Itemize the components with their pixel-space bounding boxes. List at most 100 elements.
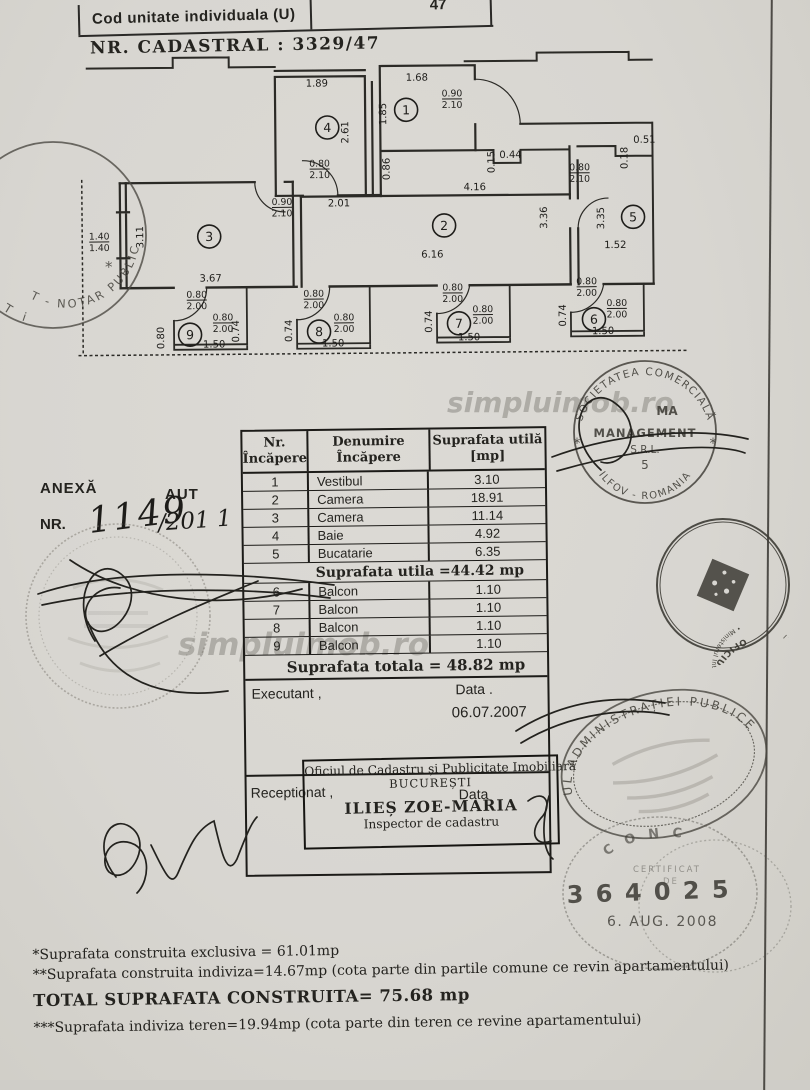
table-cell: 11.14 — [429, 506, 545, 524]
dimension-label: 3.36 — [539, 206, 550, 228]
door-size-bottom: 2.00 — [303, 300, 324, 311]
table-cell: Bucatarie — [310, 544, 430, 562]
table-cell: 1.10 — [430, 598, 546, 616]
header-suprafata: Suprafata utilă[mp] — [430, 428, 544, 469]
dimension-label: 0.15 — [486, 151, 497, 173]
table-cell: 1 — [243, 473, 309, 491]
dimension-label: 1.85 — [378, 103, 389, 125]
table-cell: 8 — [245, 619, 311, 637]
table-cell: 1.10 — [430, 580, 546, 598]
door-size-bottom: 2.00 — [576, 288, 597, 299]
door-size-top: 0.80 — [442, 282, 463, 293]
dimension-label: 3.35 — [596, 207, 607, 229]
dimension-label: 1.50 — [458, 332, 480, 343]
dimension-label: 0.51 — [633, 135, 655, 146]
dimension-label: 2.61 — [340, 121, 351, 143]
dimension-label: 1.89 — [306, 78, 328, 89]
dimension-label: 0.44 — [499, 150, 521, 161]
executant-label: Executant , — [251, 685, 321, 702]
nr-label: NR. — [40, 516, 66, 533]
room-number: 2 — [440, 218, 448, 233]
watermark: simpluimob.ro — [447, 386, 674, 419]
door-size-bottom: 2.00 — [334, 324, 355, 335]
room-number: 7 — [455, 316, 463, 331]
dimension-label: 0.86 — [382, 158, 393, 180]
dimension-label: 1.50 — [203, 339, 225, 350]
table-border — [310, 0, 313, 29]
footer-notes: *Suprafata construita exclusiva = 61.01m… — [32, 937, 773, 1040]
table-cell: 18.91 — [429, 488, 545, 506]
door-size-bottom: 2.00 — [213, 324, 234, 335]
table-cell: 1.10 — [431, 616, 547, 634]
table-cell: Camera — [309, 508, 429, 526]
table-cell: 4.92 — [429, 524, 545, 542]
dimension-label: 0.80 — [156, 327, 167, 349]
door-size-bottom: 2.00 — [607, 309, 628, 320]
table-cell: 5 — [244, 545, 310, 563]
door-size-bottom: 2.10 — [272, 208, 293, 219]
dimension-label: 6.16 — [421, 249, 443, 260]
table-cell: 4 — [243, 527, 309, 545]
dimension-label: 1.50 — [322, 338, 344, 349]
top-row-label: Cod unitate individuala (U) — [92, 6, 296, 28]
table-cell: 3 — [243, 509, 309, 527]
dimension-label: 1.52 — [604, 240, 626, 251]
date-label: Data . — [455, 681, 493, 697]
door-size-bottom: 2.10 — [569, 174, 590, 185]
table-cell: Balcon — [311, 618, 431, 636]
table-border — [490, 0, 493, 25]
table-cell: 2 — [243, 491, 309, 509]
door-size-bottom: 2.00 — [442, 294, 463, 305]
room-number: 6 — [590, 312, 598, 327]
door-size-top: 1.40 — [89, 231, 110, 242]
room-number: 3 — [205, 229, 213, 244]
door-size-bottom: 2.10 — [442, 100, 463, 111]
door-size-top: 0.90 — [442, 88, 463, 99]
door-size-top: 0.80 — [472, 304, 493, 315]
handwritten-year: /201 1 — [157, 505, 232, 536]
table-cell: Balcon — [310, 600, 430, 618]
note-total-area: TOTAL SUPRAFATA CONSTRUITA= 75.68 mp — [33, 981, 773, 1010]
door-size-top: 0.90 — [272, 197, 293, 208]
dimension-label: 0.74 — [558, 304, 569, 326]
header-nr: Nr.Încăpere — [242, 431, 308, 472]
door-size-bottom: 2.00 — [473, 316, 494, 327]
room-number: 5 — [629, 209, 637, 224]
table-cell: 9 — [245, 637, 311, 655]
table-cell: 3.10 — [429, 470, 545, 488]
door-size-top: 0.80 — [334, 312, 355, 323]
door-size-bottom: 2.00 — [186, 301, 207, 312]
dimension-label: 1.50 — [592, 326, 614, 337]
room-number: 9 — [186, 327, 194, 342]
table-cell: 1.10 — [431, 634, 547, 652]
door-size-top: 0.80 — [576, 276, 597, 287]
door-size-top: 0.80 — [213, 312, 234, 323]
room-number: 1 — [402, 102, 410, 117]
door-size-top: 0.80 — [309, 158, 330, 169]
table-cell: 7 — [244, 601, 310, 619]
dimension-label: 4.16 — [464, 182, 486, 193]
room-number: 8 — [315, 324, 323, 339]
table-cell: Baie — [309, 526, 429, 544]
door-size-bottom: 2.10 — [309, 170, 330, 181]
dimension-label: 3.11 — [135, 226, 146, 248]
dimension-label: 1.68 — [406, 73, 428, 84]
top-row-value: 47 — [430, 0, 447, 13]
dimension-label: 3.67 — [199, 273, 221, 284]
total-row: Suprafata totala = 48.82 mp — [245, 652, 547, 681]
table-cell: Vestibul — [309, 472, 429, 490]
dimension-label: 0.74 — [424, 310, 435, 332]
date-value: 06.07.2007 — [452, 703, 527, 721]
dimension-label: 0.74 — [284, 320, 295, 342]
dimension-label: 0.18 — [619, 147, 630, 169]
door-size-top: 0.80 — [569, 162, 590, 173]
door-size-top: 0.80 — [606, 298, 627, 309]
table-border — [78, 5, 81, 35]
dimension-label: 2.01 — [328, 198, 350, 209]
door-size-top: 0.80 — [186, 290, 207, 301]
table-cell: Camera — [309, 490, 429, 508]
